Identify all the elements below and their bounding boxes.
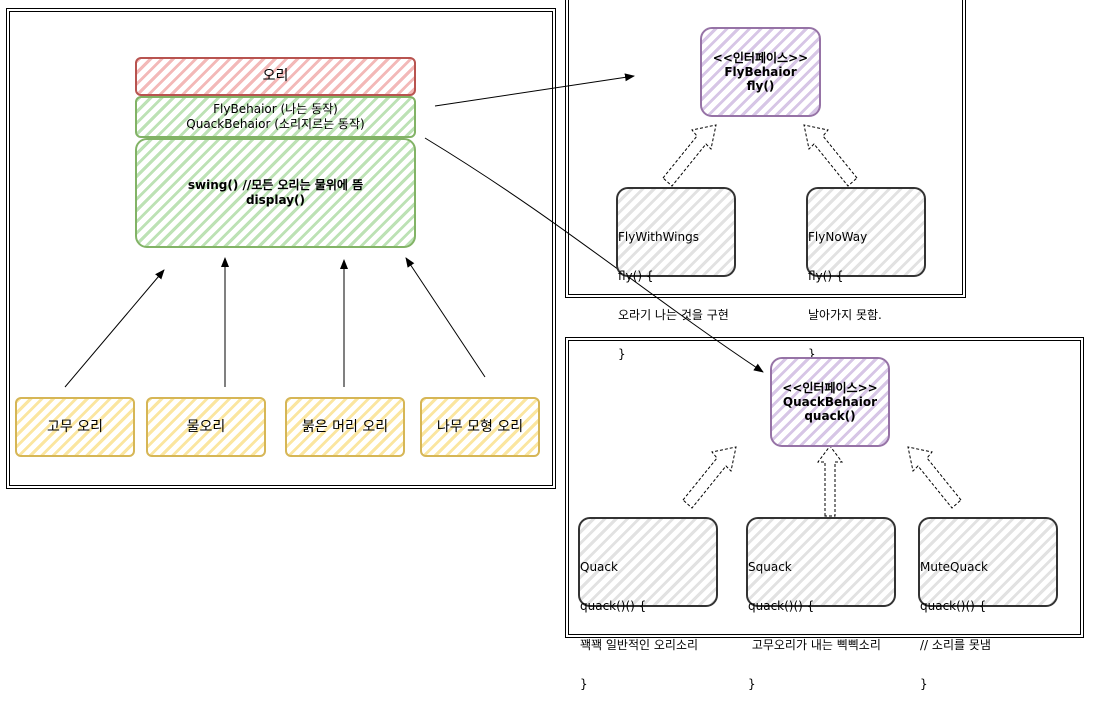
duck-method-display: display() [245,193,306,207]
quack-interface-method: quack() [804,409,856,423]
impl-body: 날아가지 못함. [808,308,882,322]
subclass-mallard: 물오리 [146,397,266,457]
fly-interface-stereotype: <<인터페이스>> [712,51,809,65]
duck-frame [6,8,556,489]
impl-close: } [920,677,928,691]
fly-interface-method: fly() [746,79,775,93]
inherit-arrow-1 [64,269,165,388]
inherit-arrow-4 [405,257,486,378]
duck-title-box: 오리 [135,57,416,96]
impl-signature: fly() { [808,269,844,283]
fly-interface-name: FlyBehaior [724,65,797,79]
quack-impl-mutequack: MuteQuack quack()() { // 소리를 못냄 } [918,517,1058,691]
assoc-fly-arrow [434,73,635,107]
subclass-decoy: 나무 모형 오리 [420,397,540,457]
impl-close: } [618,347,626,361]
impl-close: } [580,677,588,691]
subclass-label: 나무 모형 오리 [436,418,524,435]
quack-frame [565,337,1084,638]
subclass-redhead: 붉은 머리 오리 [285,397,405,457]
fly-frame [565,0,966,298]
duck-title: 오리 [262,68,289,84]
quack-impl-squack: Squack quack()() { 고무오리가 내는 삑삑소리 } [746,517,896,691]
duck-behavior-fly: FlyBehaior (나는 동작) [213,102,338,116]
impl-name: MuteQuack [920,560,988,574]
assoc-quack-arrow [424,137,764,373]
quack-realize-arrow-2 [817,445,843,517]
quack-interface-stereotype: <<인터페이스>> [782,381,878,395]
quack-interface-box: <<인터페이스>> QuackBehaior quack() [770,357,890,447]
fly-realize-arrow-2 [803,124,858,187]
quack-interface-name: QuackBehaior [782,395,878,409]
impl-close: } [808,347,816,361]
quack-realize-arrow-1 [682,446,737,509]
quack-impl-quack: Quack quack()() { 꽥꽥 일반적인 오리소리 } [578,517,718,691]
fly-realize-arrow-1 [662,124,717,187]
impl-name: FlyNoWay [808,230,868,244]
impl-name: Squack [748,560,792,574]
fly-interface-box: <<인터페이스>> FlyBehaior fly() [700,27,821,117]
impl-signature: quack()() { [580,599,647,613]
impl-name: Quack [580,560,618,574]
impl-close: } [748,677,756,691]
subclass-rubber-duck: 고무 오리 [15,397,135,457]
impl-signature: quack()() { [748,599,815,613]
impl-body: 고무오리가 내는 삑삑소리 [748,638,881,652]
impl-signature: fly() { [618,269,654,283]
duck-methods-box: swing() //모든 오리는 물위에 뜸 display() [135,138,416,248]
subclass-label: 물오리 [186,418,226,435]
impl-signature: quack()() { [920,599,987,613]
duck-method-swing: swing() //모든 오리는 물위에 뜸 [187,178,364,192]
impl-body: // 소리를 못냄 [920,638,991,652]
impl-name: FlyWithWings [618,230,699,244]
subclass-label: 붉은 머리 오리 [301,418,389,435]
subclass-label: 고무 오리 [47,418,103,435]
fly-impl-flywithwings: FlyWithWings fly() { 오라기 나는 것을 구현 } [616,187,736,361]
impl-body: 꽥꽥 일반적인 오리소리 [580,638,699,652]
duck-behaviors-box: FlyBehaior (나는 동작) QuackBehaior (소리지르는 동… [135,96,416,138]
connectors [64,73,962,517]
impl-body: 오라기 나는 것을 구현 [618,308,729,322]
fly-impl-flynoway: FlyNoWay fly() { 날아가지 못함. } [806,187,926,361]
quack-realize-arrow-3 [907,446,962,509]
duck-behavior-quack: QuackBehaior (소리지르는 동작) [186,117,365,131]
